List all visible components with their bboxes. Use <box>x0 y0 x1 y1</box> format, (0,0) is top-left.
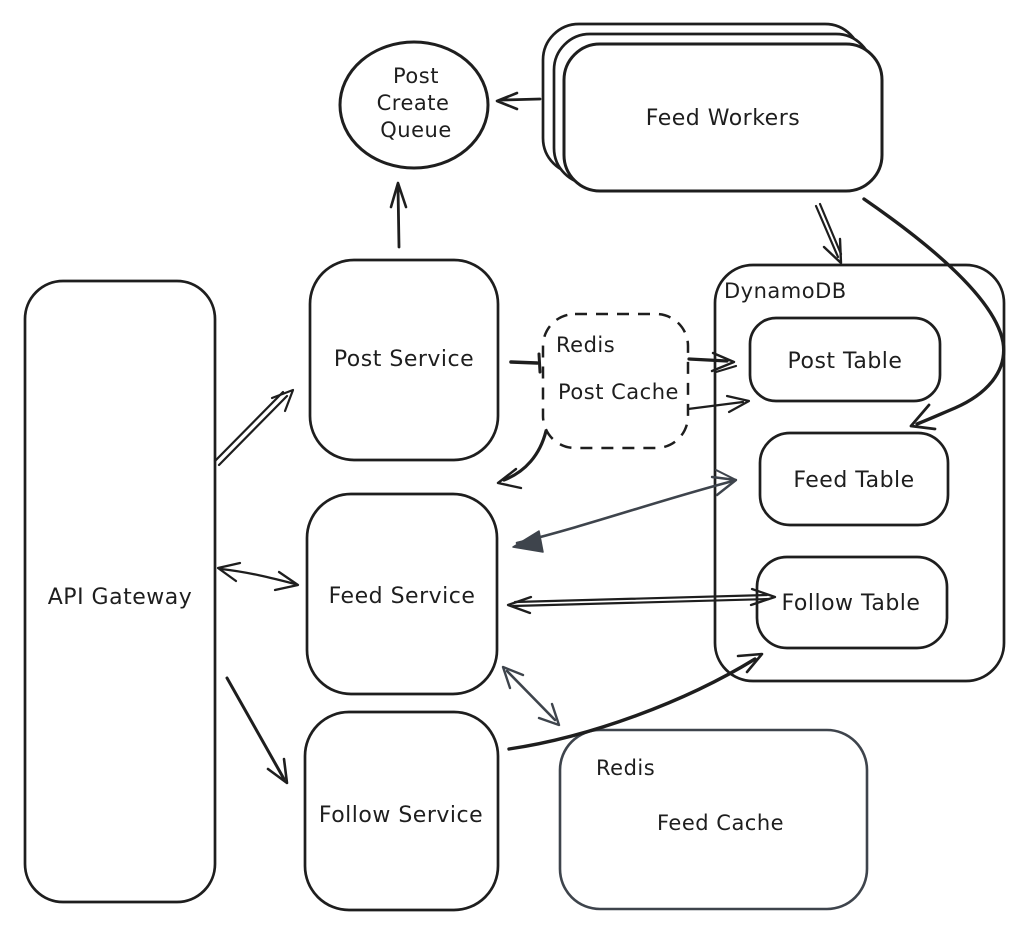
redis-feed-cache-label-line2: Feed Cache <box>657 811 784 835</box>
post-service-box <box>308 258 500 462</box>
feed-workers-node: Feed Workers <box>541 22 884 193</box>
dynamodb-label: DynamoDB <box>724 279 847 303</box>
feed-service-label: Feed Service <box>329 584 476 609</box>
feed-table-node: Feed Table <box>758 431 950 527</box>
arrow-feed-service-feed-table <box>512 469 738 553</box>
arrow-api-gateway-to-follow-service <box>225 676 289 785</box>
arrow-redis-post-cache-to-post-table-lower <box>686 394 751 414</box>
feed-service-box <box>305 492 499 696</box>
redis-post-cache-node: Redis Post Cache <box>541 312 690 450</box>
follow-service-box <box>303 710 500 912</box>
feed-table-box <box>758 431 950 527</box>
feed-table-label: Feed Table <box>793 468 914 493</box>
redis-post-cache-label-line2: Post Cache <box>558 380 679 404</box>
post-table-node: Post Table <box>748 316 942 403</box>
arrow-feed-service-follow-table <box>506 587 777 615</box>
post-service-label: Post Service <box>334 347 474 372</box>
arrow-feed-workers-to-dynamodb <box>814 202 843 265</box>
follow-table-node: Follow Table <box>755 555 949 650</box>
follow-service-label: Follow Service <box>319 803 483 828</box>
api-gateway-label: API Gateway <box>48 585 192 610</box>
arrow-api-gateway-feed-service <box>216 561 300 592</box>
feed-workers-box-front <box>562 42 884 193</box>
follow-table-label: Follow Table <box>782 591 921 616</box>
post-create-queue-label-line3: Queue <box>380 118 452 142</box>
post-create-queue-node: Post Create Queue <box>338 40 490 170</box>
arrow-redis-post-cache-to-post-table-upper <box>687 351 738 374</box>
arrow-api-gateway-to-post-service <box>213 388 295 467</box>
redis-post-cache-box <box>541 312 690 450</box>
arrow-post-service-to-queue <box>389 181 408 249</box>
follow-service-node: Follow Service <box>303 710 500 912</box>
dynamodb-node: DynamoDB Post Table Feed Table Follow Ta… <box>713 263 1006 683</box>
feed-workers-label: Feed Workers <box>646 106 800 131</box>
arrow-redis-post-cache-to-feed-service <box>496 429 548 490</box>
api-gateway-box <box>23 279 217 904</box>
redis-feed-cache-node: Redis Feed Cache <box>558 728 869 911</box>
post-create-queue-circle <box>338 40 490 170</box>
redis-feed-cache-box <box>558 728 869 911</box>
connector-post-service-to-redis-post-cache <box>509 352 542 374</box>
post-create-queue-label-line2: Create <box>377 91 450 115</box>
arrow-feed-workers-to-queue <box>495 91 542 111</box>
post-create-queue-label-line1: Post <box>393 64 439 88</box>
post-service-node: Post Service <box>308 258 500 462</box>
arrow-feed-workers-to-feed-table <box>862 197 1006 431</box>
post-table-box <box>748 316 942 403</box>
redis-post-cache-label-line1: Redis <box>556 333 615 357</box>
api-gateway-node: API Gateway <box>23 279 217 904</box>
feed-service-node: Feed Service <box>305 492 499 696</box>
post-table-label: Post Table <box>788 349 903 374</box>
arrow-follow-service-to-follow-table <box>507 652 764 751</box>
redis-feed-cache-label-line1: Redis <box>596 756 655 780</box>
arrow-feed-service-redis-feed-cache <box>501 665 561 727</box>
